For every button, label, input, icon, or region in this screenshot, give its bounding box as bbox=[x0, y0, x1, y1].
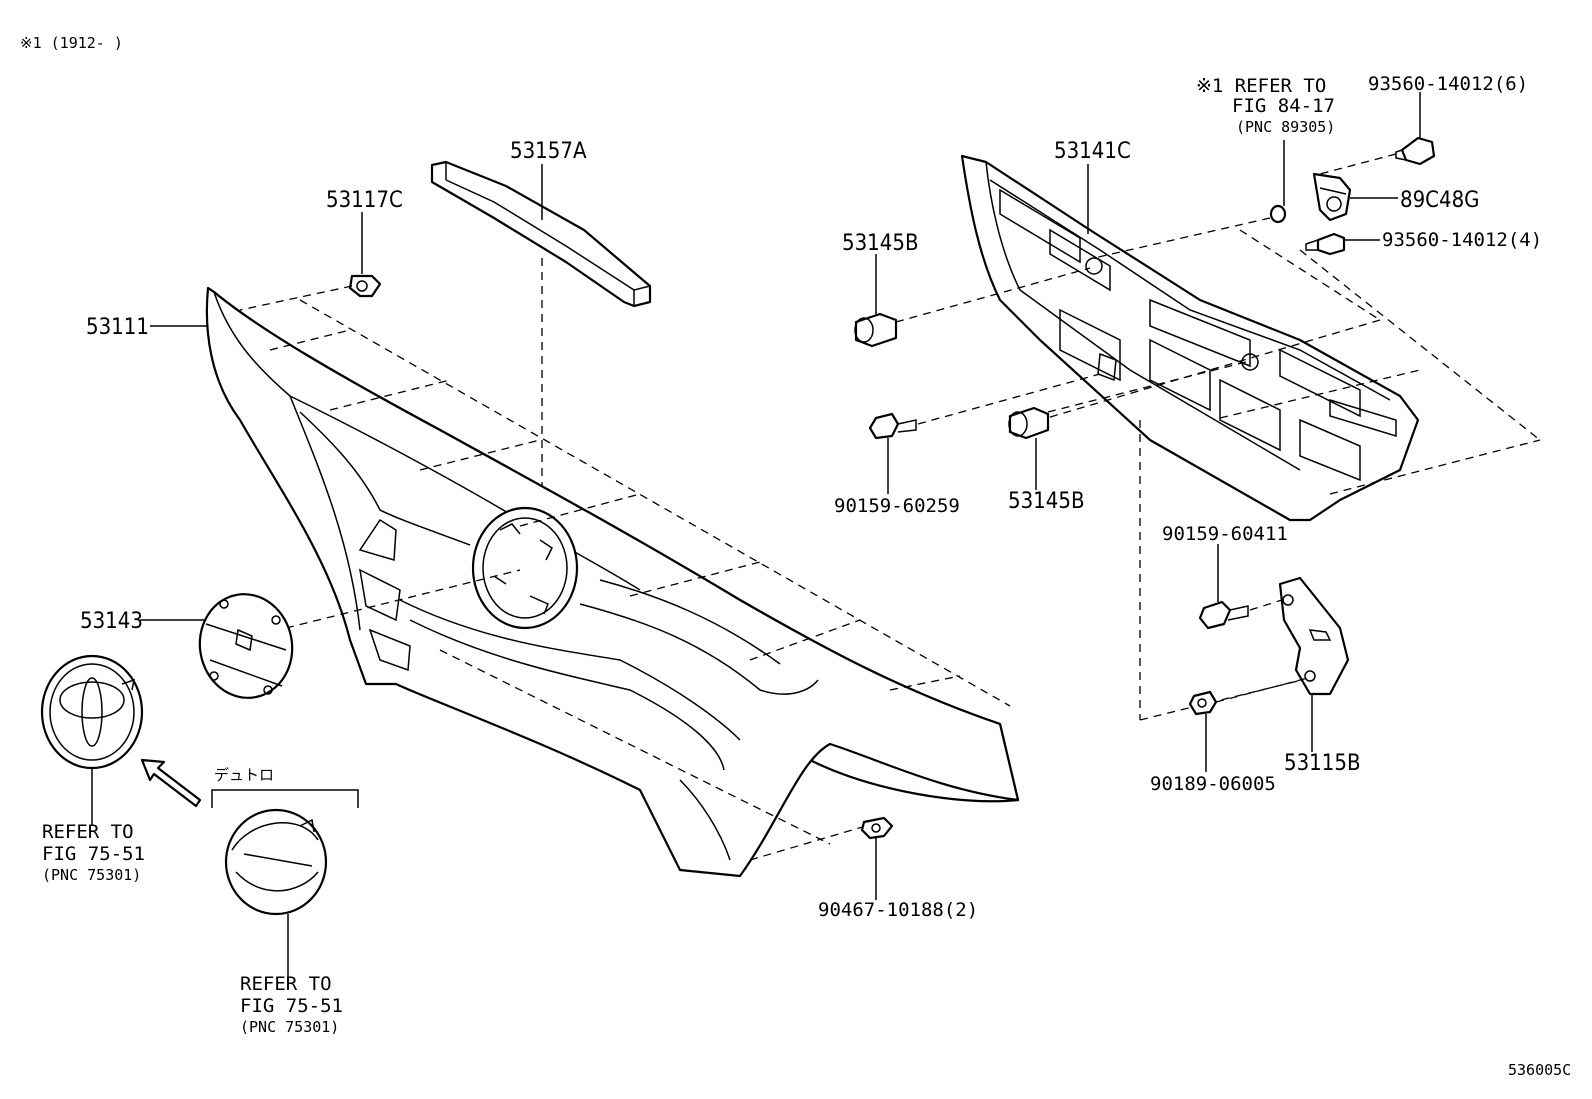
ref1-line3: (PNC 89305) bbox=[1236, 118, 1335, 136]
part-89C48G bbox=[1312, 172, 1352, 222]
part-89305-grommet bbox=[1269, 204, 1287, 224]
part-90189-06005 bbox=[1188, 690, 1218, 716]
part-90159-60411 bbox=[1198, 600, 1249, 630]
part-53157A bbox=[430, 160, 652, 308]
dutro-emblem bbox=[224, 808, 328, 916]
label-53115B: 53115B bbox=[1284, 751, 1361, 776]
toyota-emblem bbox=[40, 654, 144, 770]
ref3-line1: REFER TO bbox=[240, 973, 332, 995]
part-53115B bbox=[1278, 576, 1350, 696]
part-93560-4-bolt bbox=[1305, 232, 1346, 256]
label-53111: 53111 bbox=[86, 315, 149, 340]
part-53145B-bot bbox=[1008, 406, 1050, 440]
part-53145B-top bbox=[854, 312, 898, 348]
ref3-line2: FIG 75-51 bbox=[240, 995, 343, 1017]
header-note: ※1 (1912- ) bbox=[20, 34, 123, 52]
label-53141C: 53141C bbox=[1054, 139, 1131, 164]
part-93560-6-bolt bbox=[1395, 136, 1436, 166]
part-53141C bbox=[960, 154, 1420, 522]
part-53111-grille bbox=[205, 286, 1020, 878]
part-53117C bbox=[348, 274, 382, 298]
arrow-icon bbox=[140, 758, 202, 808]
guide-lines bbox=[239, 285, 1011, 861]
label-89C48G: 89C48G bbox=[1400, 188, 1480, 213]
label-93560-4: 93560-14012(4) bbox=[1382, 229, 1542, 251]
label-90189-06005: 90189-06005 bbox=[1150, 773, 1276, 795]
ref1-line2: FIG 84-17 bbox=[1232, 95, 1335, 117]
ref2-line3: (PNC 75301) bbox=[42, 866, 141, 884]
label-53143: 53143 bbox=[80, 609, 143, 634]
backing-guide-lines bbox=[1039, 229, 1541, 721]
label-53157A: 53157A bbox=[510, 139, 587, 164]
ref2-line1: REFER TO bbox=[42, 821, 134, 843]
label-53145B-bot: 53145B bbox=[1008, 489, 1085, 514]
part-90467-clip bbox=[860, 816, 894, 840]
label-53145B-top: 53145B bbox=[842, 231, 919, 256]
label-90159-60411: 90159-60411 bbox=[1162, 523, 1288, 545]
ref2-line2: FIG 75-51 bbox=[42, 843, 145, 865]
ref1-line1: ※1 REFER TO bbox=[1196, 75, 1326, 97]
part-53143 bbox=[198, 593, 294, 699]
label-53117C: 53117C bbox=[326, 188, 403, 213]
label-90467: 90467-10188(2) bbox=[818, 899, 978, 921]
ref3-line3: (PNC 75301) bbox=[240, 1018, 339, 1036]
label-93560-6: 93560-14012(6) bbox=[1368, 73, 1528, 95]
part-90159-60259 bbox=[868, 412, 917, 440]
figure-code: 536005C bbox=[1508, 1061, 1571, 1079]
label-90159-60259: 90159-60259 bbox=[834, 495, 960, 517]
label-deturo: デュトロ bbox=[214, 766, 274, 784]
